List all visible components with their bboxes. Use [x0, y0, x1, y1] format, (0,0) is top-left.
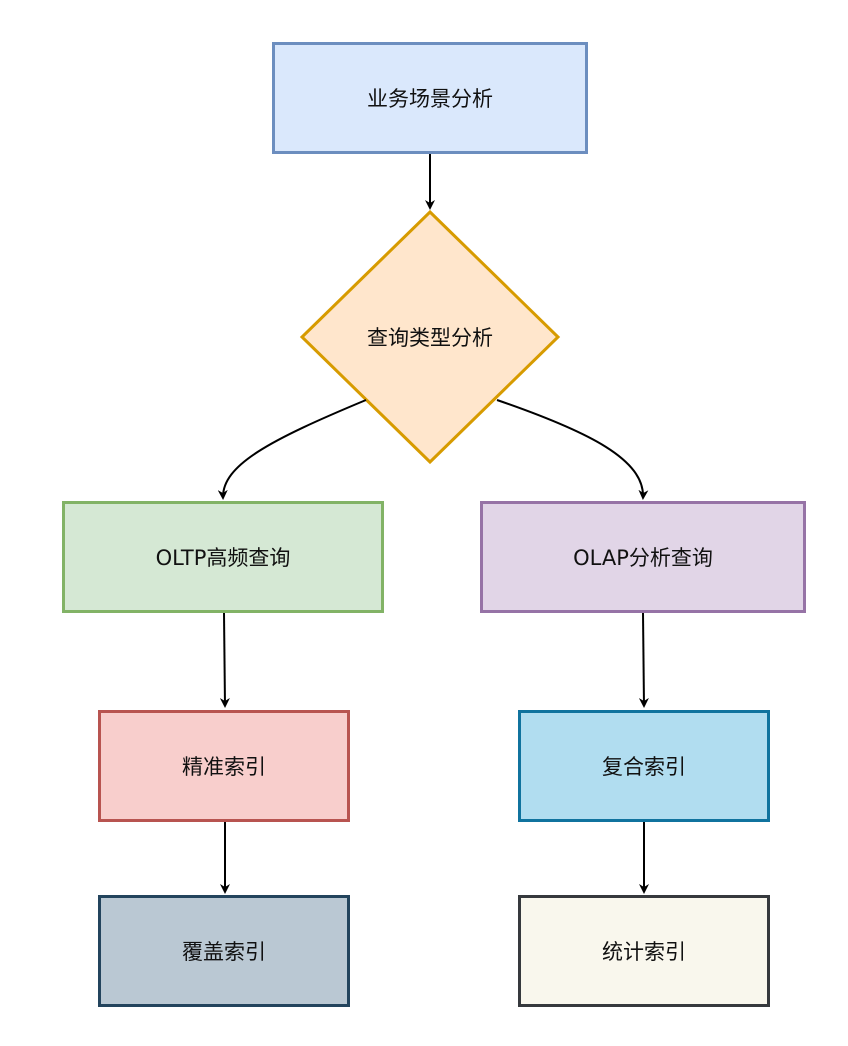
node-scenario-analysis-label: 业务场景分析	[367, 87, 493, 111]
node-covering-index[interactable]: 覆盖索引	[98, 895, 350, 1007]
node-covering-index-label: 覆盖索引	[182, 940, 266, 964]
edge-olap-to-composite-index	[638, 612, 649, 708]
edge-query-type-to-oltp	[217, 399, 367, 500]
node-precise-index[interactable]: 精准索引	[98, 710, 350, 822]
node-olap-query-label: OLAP分析查询	[573, 546, 713, 570]
edge-query-type-to-olap	[496, 399, 649, 500]
node-oltp-query-label: OLTP高频查询	[155, 546, 291, 570]
node-composite-index-label: 复合索引	[602, 755, 686, 779]
node-stats-index-label: 统计索引	[602, 940, 686, 964]
node-scenario-analysis[interactable]: 业务场景分析	[272, 42, 588, 154]
decision-diamond[interactable]	[299, 209, 561, 465]
node-precise-index-label: 精准索引	[182, 755, 266, 779]
node-oltp-query[interactable]: OLTP高频查询	[62, 501, 384, 613]
edge-oltp-to-precise-index	[219, 612, 230, 708]
decision-query-type-label: 查询类型分析	[367, 326, 493, 350]
node-olap-query[interactable]: OLAP分析查询	[480, 501, 806, 613]
node-stats-index[interactable]: 统计索引	[518, 895, 770, 1007]
node-composite-index[interactable]: 复合索引	[518, 710, 770, 822]
